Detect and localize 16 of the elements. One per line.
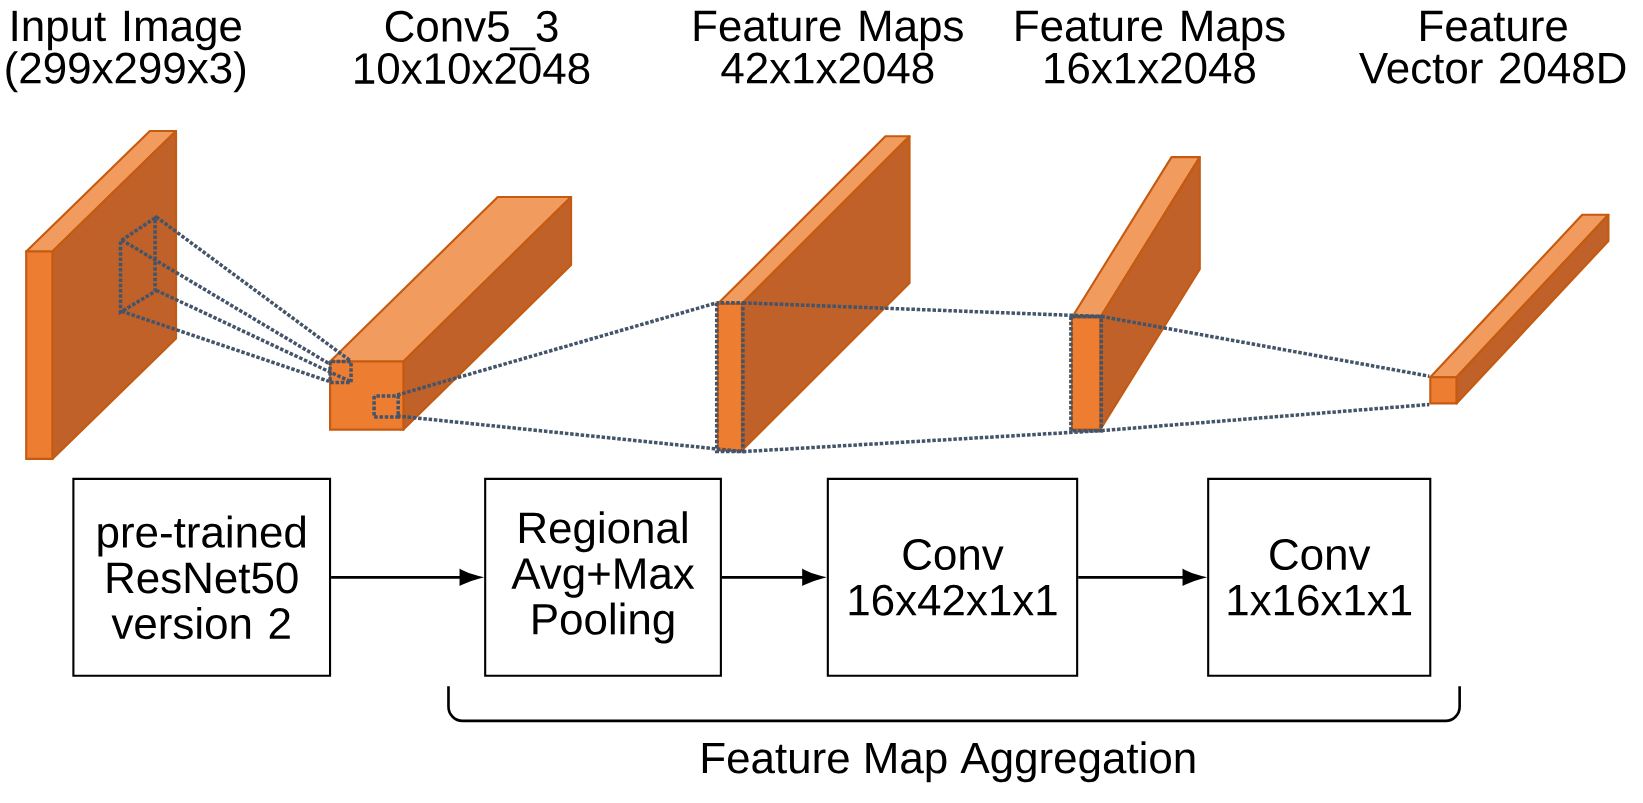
projection-line: [396, 414, 744, 454]
projection-line: [155, 288, 351, 384]
layer-heading: Feature Maps 16x1x2048: [1016, 11, 1285, 84]
process-box: Conv 1x16x1x1: [1207, 478, 1432, 678]
layer-heading: Conv5_3 10x10x2048: [355, 11, 590, 85]
layer-heading: Feature Vector 2048D: [1359, 11, 1626, 84]
layer-heading: Input Image (299x299x3): [6, 11, 246, 93]
process-box: Regional Avg+Max Pooling: [484, 478, 722, 678]
process-box: pre-trained ResNet50 version 2: [72, 478, 332, 678]
projection-line: [121, 309, 330, 384]
layer-heading: Feature Maps 42x1x2048: [694, 11, 963, 84]
projection-line: [120, 238, 330, 366]
projection-line: [1101, 402, 1430, 433]
projection-line: [155, 215, 352, 363]
bracket-label: Feature Map Aggregation: [702, 741, 1195, 783]
process-box: Conv 16x42x1x1: [826, 478, 1079, 678]
